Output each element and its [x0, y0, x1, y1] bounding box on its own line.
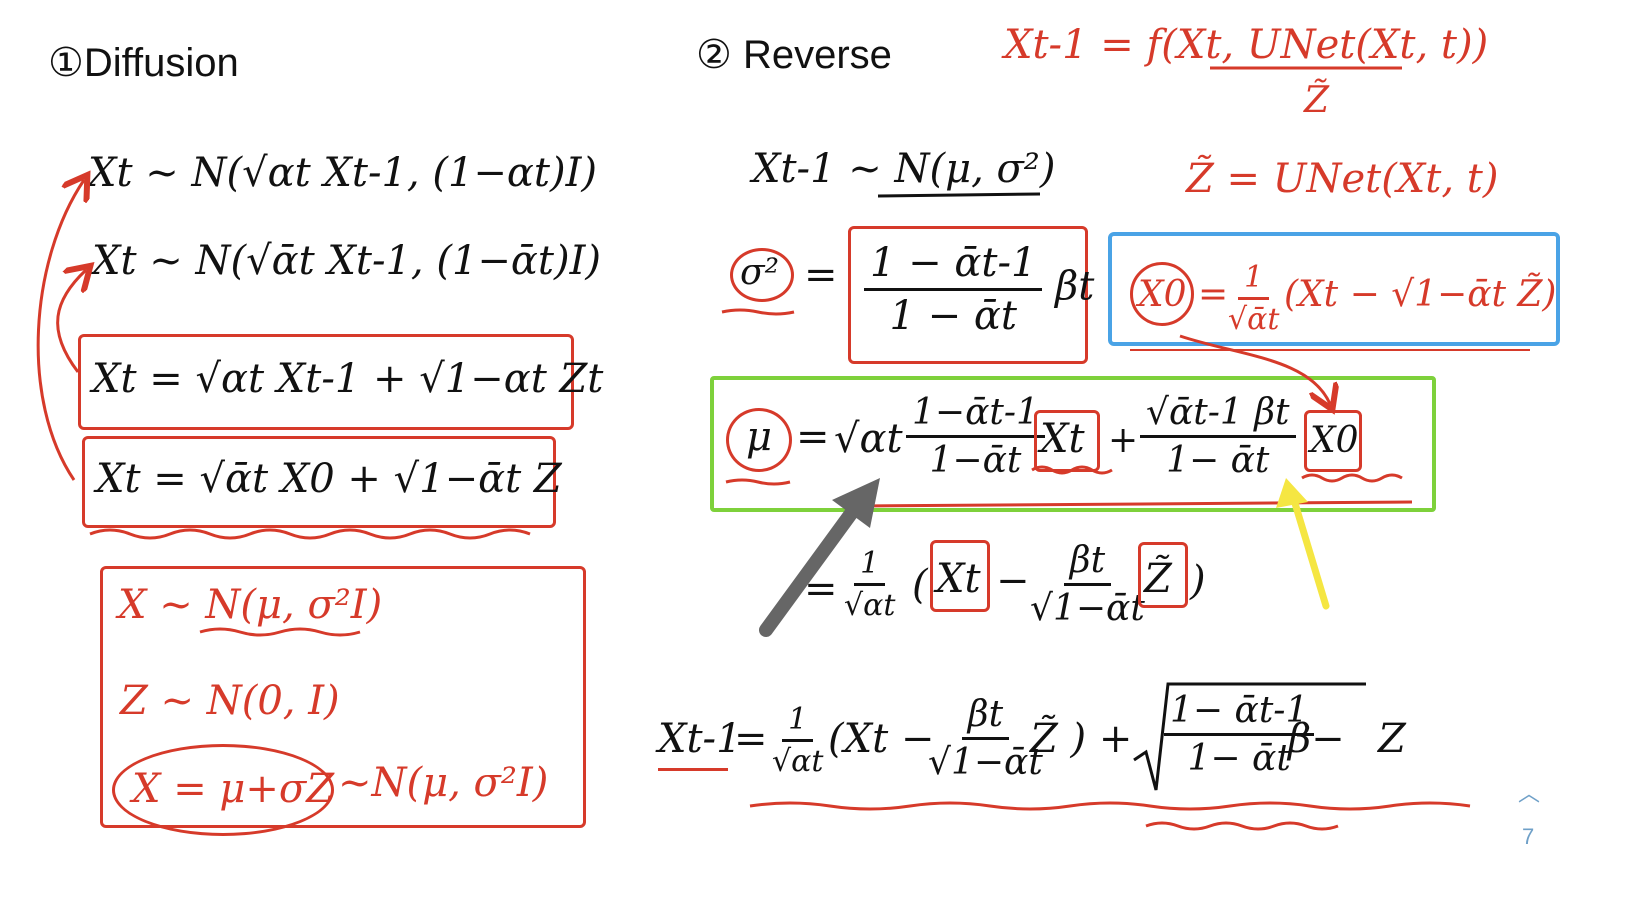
reparam-line-3-circled: X = μ+σZ — [132, 766, 335, 812]
mu-xt: Xt — [1040, 416, 1085, 462]
reverse-heading: ② Reverse — [696, 33, 892, 77]
sigma-lhs: σ² — [740, 252, 780, 293]
final-equals: = — [734, 716, 768, 762]
reverse-dist-underline — [877, 192, 1041, 198]
simplified-coef-numerator: 1 — [854, 546, 886, 586]
diffusion-eq-4: Xt = √ᾱt X0 + √1−ᾱt Z — [96, 456, 562, 502]
final-fraction-denominator: √1−ᾱt — [928, 742, 1043, 783]
sigma-beta: βt — [1055, 263, 1095, 310]
mu-coefficient: √αt — [834, 416, 903, 462]
mu-x0: X0 — [1310, 420, 1359, 461]
simplified-fraction-denominator: √1−ᾱt — [1030, 588, 1145, 629]
x0-fraction-denominator: √ᾱt — [1228, 302, 1280, 337]
sigma-circle — [730, 248, 794, 302]
reparam-line-2: Z ~ N(0, I) — [120, 678, 340, 724]
reparam-line-3-rest: ~N(μ, σ²I) — [338, 760, 549, 806]
final-root-wavy — [1145, 821, 1339, 831]
x0-blue-box — [1108, 232, 1560, 346]
simplified-coef-denominator: √αt — [844, 588, 896, 623]
final-root-sign — [1133, 682, 1366, 791]
final-fraction-numerator: βt — [961, 694, 1010, 740]
mu-underline — [725, 478, 791, 486]
x0-to-mu-arrow — [1179, 334, 1330, 404]
final-mid: Z̃ ) + — [1030, 716, 1133, 762]
mu-circle — [726, 408, 792, 472]
reverse-f-underbrace-label: Z̃ — [1304, 80, 1330, 121]
diffusion-arrow-2 — [56, 270, 86, 373]
simplified-xt: Xt — [936, 556, 981, 602]
mu-xt-wavy — [1031, 465, 1113, 475]
final-z: Z — [1378, 716, 1406, 762]
eq4-wavy-underline — [89, 528, 531, 540]
simplified-z-box — [1138, 542, 1188, 608]
diffusion-arrow-1 — [36, 180, 84, 481]
yellow-arrow-head — [1276, 478, 1308, 508]
final-underline — [749, 801, 1471, 811]
sigma-numerator: 1 − ᾱt-1 — [864, 240, 1043, 291]
final-beta: β− — [1288, 716, 1345, 762]
final-open: (Xt − — [828, 716, 935, 762]
scroll-up-icon[interactable]: ︿ — [1518, 781, 1541, 806]
mu-xt-box — [1034, 410, 1100, 472]
final-lhs: Xt-1 — [658, 716, 742, 762]
sigma-denominator: 1 − ᾱt — [889, 293, 1017, 339]
final-coef-denominator: √αt — [772, 744, 824, 779]
reparam-line-1: X ~ N(μ, σ²I) — [118, 582, 383, 628]
mu-red-underline — [859, 500, 1413, 508]
simplified-z: Z̃ — [1144, 556, 1172, 602]
diffusion-eq-3: Xt = √αt Xt-1 + √1−αt Zt — [92, 356, 604, 402]
diffusion-eq-3-box — [78, 334, 574, 430]
x0-equals: = — [1198, 274, 1229, 315]
mu-fraction-1-denominator: 1−ᾱt — [929, 440, 1022, 481]
page-number: 7 — [1522, 824, 1535, 849]
simplified-xt-box — [930, 540, 990, 612]
mu-green-box — [710, 376, 1436, 512]
x0-rhs: (Xt − √1−ᾱt Z̃) — [1284, 274, 1557, 315]
final-root-denominator: 1− ᾱt — [1187, 738, 1291, 779]
mu-x0-wavy — [1301, 473, 1403, 483]
x0-lhs: X0 — [1138, 274, 1187, 315]
sigma-box — [848, 226, 1088, 364]
x0-circle — [1130, 262, 1194, 326]
gray-arrow — [759, 497, 865, 637]
diffusion-eq-2: Xt ~ N(√ᾱt Xt-1, (1−ᾱt)I) — [92, 238, 602, 284]
reparam-underline — [199, 627, 361, 637]
mu-plus: + — [1108, 420, 1139, 461]
ztilde-definition: Z̃ = UNet(Xt, t) — [1186, 156, 1499, 202]
reverse-f-equation: Xt-1 = f(Xt, UNet(Xt, t)) — [1004, 22, 1489, 68]
simplified-fraction-numerator: βt — [1063, 540, 1112, 586]
yellow-arrow — [1290, 496, 1330, 610]
diffusion-eq-4-box — [82, 436, 556, 528]
final-lhs-underline — [658, 768, 728, 771]
reverse-distribution: Xt-1 ~ N(μ, σ²) — [752, 146, 1056, 192]
reparam-box — [100, 566, 586, 828]
diffusion-eq-1: Xt ~ N(√αt Xt-1, (1−αt)I) — [88, 150, 598, 196]
final-coef-numerator: 1 — [782, 702, 814, 742]
sigma-underline — [721, 308, 795, 316]
mu-fraction-2-numerator: √ᾱt-1 βt — [1140, 392, 1296, 438]
mu-equals: = — [796, 414, 830, 460]
mu-fraction-1-numerator: 1−ᾱt-1 — [906, 392, 1045, 438]
mu-fraction-2-denominator: 1− ᾱt — [1166, 440, 1270, 481]
simplified-close-paren: ) — [1190, 558, 1206, 604]
x0-fraction-numerator: 1 — [1238, 260, 1270, 300]
reparam-circle — [112, 744, 334, 836]
simplified-open-paren: ( — [912, 562, 928, 608]
gray-arrow-head — [832, 478, 880, 528]
mu-lhs: μ — [746, 414, 772, 460]
diffusion-heading: ①Diffusion — [48, 41, 239, 85]
simplified-minus: − — [996, 558, 1030, 604]
final-root-numerator: 1− ᾱt-1 — [1164, 690, 1315, 736]
